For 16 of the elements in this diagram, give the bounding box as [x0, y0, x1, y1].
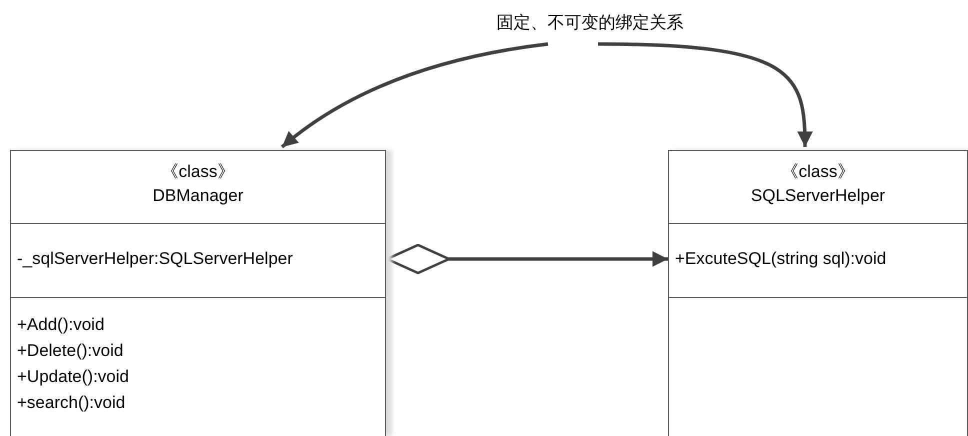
arrow — [598, 42, 813, 148]
method-text: +ExcuteSQL(string sql):void — [675, 249, 886, 269]
aggregation-arrow — [386, 244, 668, 274]
arrow — [280, 42, 548, 148]
stereotype-label: 《class》 — [160, 161, 236, 183]
stereotype-label: 《class》 — [780, 161, 856, 183]
class-box — [668, 150, 968, 436]
method-text: +Update():void — [17, 367, 129, 387]
method-text: +Delete():void — [17, 341, 124, 361]
class-name: SQLServerHelper — [750, 186, 886, 206]
class-box — [10, 150, 386, 436]
method-text: +Add():void — [17, 315, 104, 335]
annotation-text: 固定、不可变的绑定关系 — [452, 6, 728, 40]
method-text: +search():void — [17, 393, 126, 413]
class-name: DBManager — [152, 186, 244, 206]
attribute-text: -_sqlServerHelper:SQLServerHelper — [17, 249, 293, 269]
